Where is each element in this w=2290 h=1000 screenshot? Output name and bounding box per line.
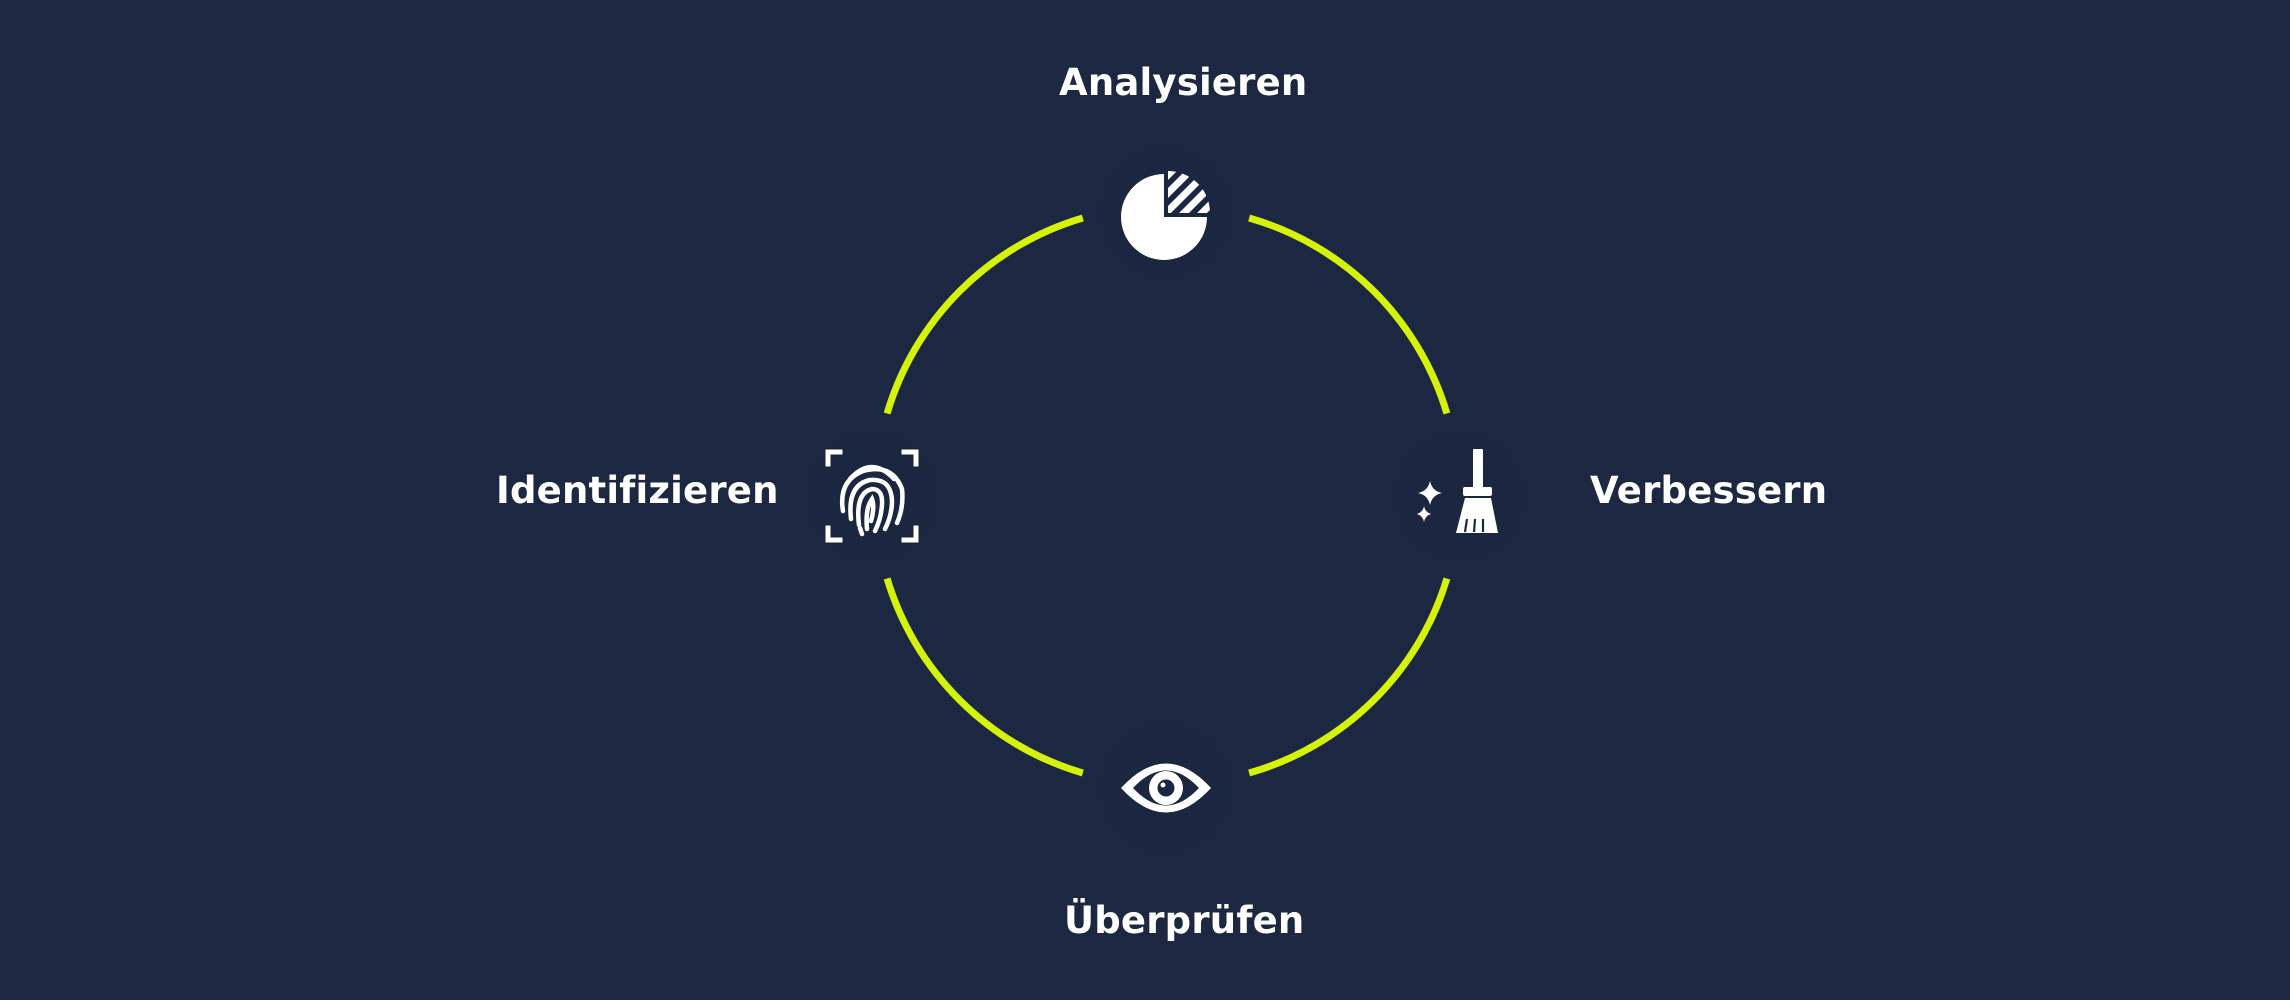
arc-bottom-left <box>883 577 1084 777</box>
arc-right-bottom <box>1248 577 1451 777</box>
step-label-left: Identifizieren <box>496 469 779 512</box>
arc-left-top <box>883 214 1084 415</box>
fingerprint-scan-icon <box>825 449 919 543</box>
step-node-ueberpruefen <box>1101 723 1231 853</box>
step-node-analysieren <box>1101 147 1231 277</box>
broom-sparkle-icon <box>1417 449 1498 533</box>
step-node-identifizieren <box>807 431 937 561</box>
step-node-verbessern <box>1395 431 1525 561</box>
arc-top-right <box>1248 214 1451 415</box>
step-label-bottom: Überprüfen <box>1064 899 1305 942</box>
step-label-top: Analysieren <box>1059 61 1308 104</box>
pie-chart-icon <box>1121 171 1210 260</box>
step-label-right: Verbessern <box>1590 469 1828 512</box>
eye-icon <box>1121 763 1211 813</box>
